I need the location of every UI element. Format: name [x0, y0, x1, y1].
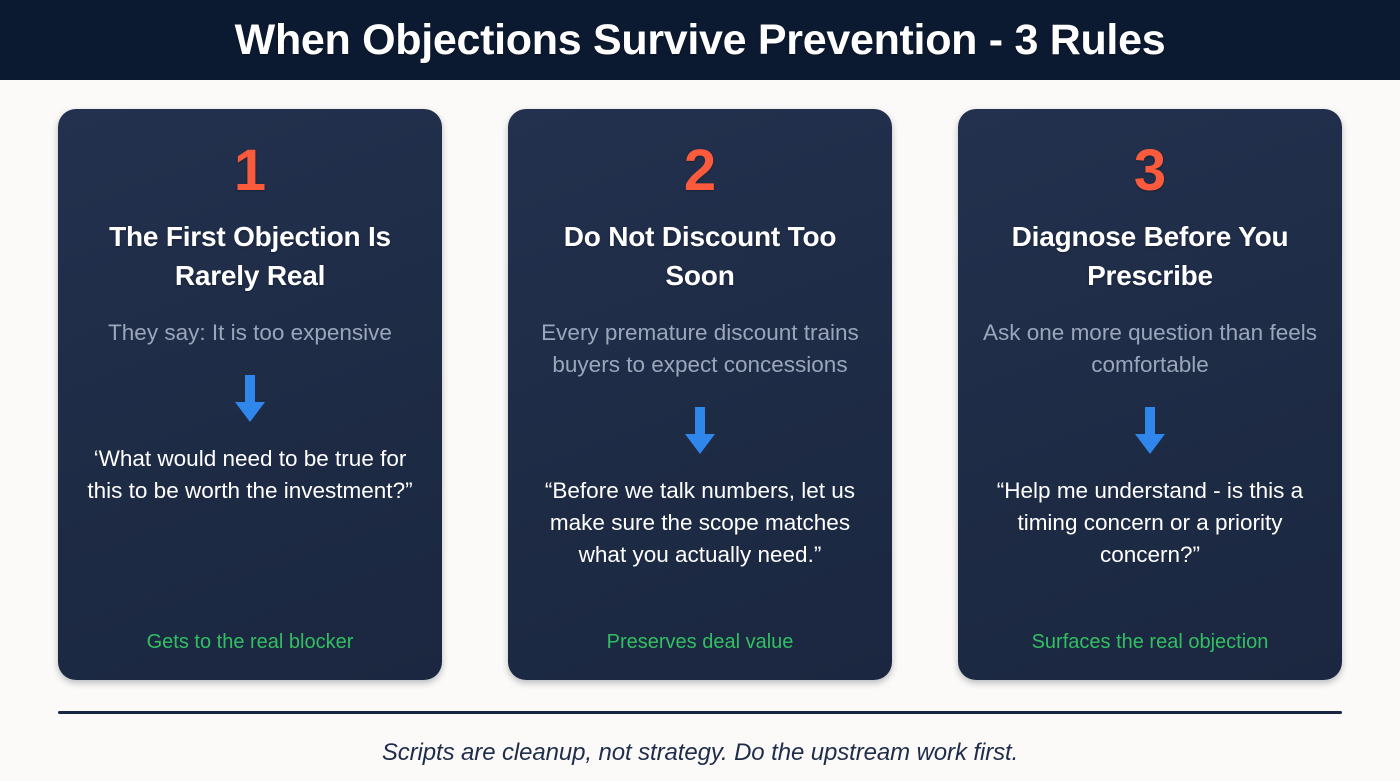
arrow-container-3 — [982, 407, 1318, 455]
rule-quote-2: “Before we talk numbers, let us make sur… — [544, 478, 856, 567]
arrow-down-icon — [1135, 407, 1165, 455]
header-banner: When Objections Survive Prevention - 3 R… — [0, 0, 1400, 80]
rule-quote-1: ‘What would need to be true for this to … — [87, 446, 413, 504]
arrow-container-1 — [82, 375, 418, 423]
rule-subtitle-3: Ask one more question than feels comfort… — [983, 320, 1317, 378]
arrow-down-icon — [235, 375, 265, 423]
rule-quote-3: “Help me understand - is this a timing c… — [996, 478, 1304, 567]
rule-number-2: 2 — [683, 138, 717, 203]
rule-outcome-1: Gets to the real blocker — [146, 631, 354, 653]
rule-subtitle-2: Every premature discount trains buyers t… — [541, 320, 859, 378]
footer-zone: Scripts are cleanup, not strategy. Do th… — [0, 680, 1400, 781]
rule-card-2[interactable]: 2 Do Not Discount Too Soon Every prematu… — [508, 109, 892, 680]
rule-card-1[interactable]: 1 The First Objection Is Rarely Real The… — [58, 109, 442, 680]
rule-number-1: 1 — [233, 138, 267, 203]
rule-subtitle-1: They say: It is too expensive — [108, 320, 392, 346]
rules-card-row: 1 The First Objection Is Rarely Real The… — [0, 80, 1400, 680]
rule-outcome-2: Preserves deal value — [606, 631, 794, 653]
rule-heading-2: Do Not Discount Too Soon — [563, 220, 837, 291]
arrow-container-2 — [532, 407, 868, 455]
rule-number-3: 3 — [1133, 138, 1167, 203]
rule-card-3[interactable]: 3 Diagnose Before You Prescribe Ask one … — [958, 109, 1342, 680]
footer-divider — [58, 711, 1342, 714]
rule-heading-1: The First Objection Is Rarely Real — [109, 220, 391, 291]
rule-outcome-3: Surfaces the real objection — [1031, 631, 1269, 653]
arrow-down-icon — [685, 407, 715, 455]
page-title: When Objections Survive Prevention - 3 R… — [234, 15, 1166, 64]
rule-heading-3: Diagnose Before You Prescribe — [1011, 220, 1289, 291]
footer-note: Scripts are cleanup, not strategy. Do th… — [381, 739, 1019, 766]
